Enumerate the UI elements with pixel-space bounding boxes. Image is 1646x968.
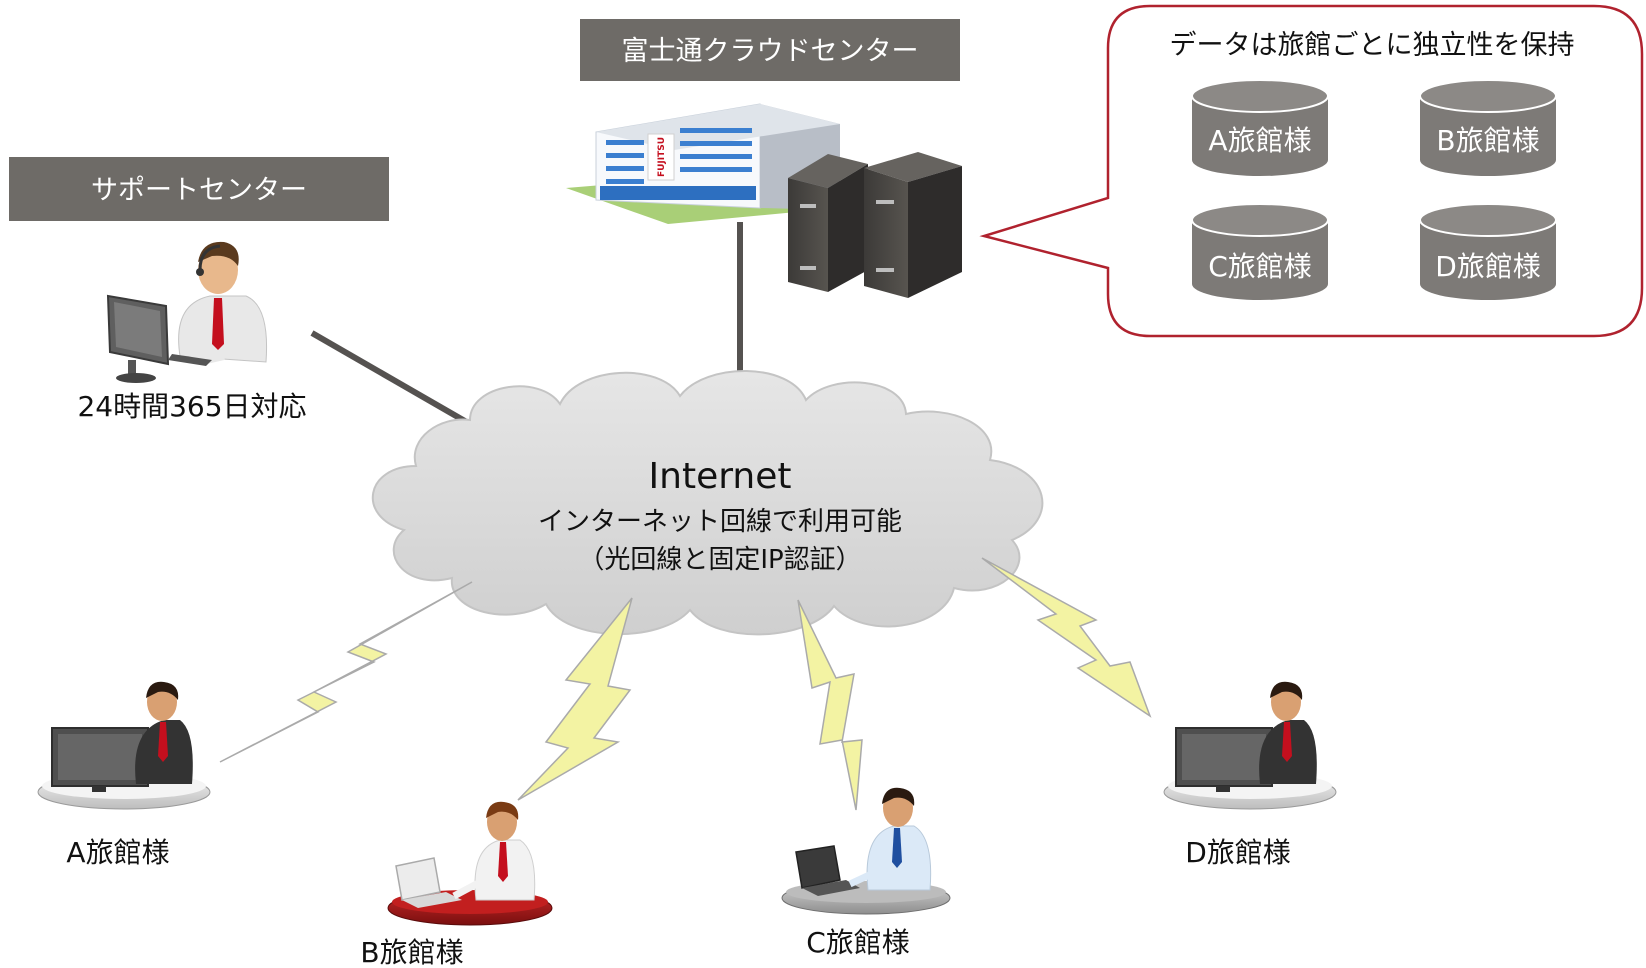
datacenter-banner: 富士通クラウドセンター	[580, 19, 960, 81]
datacenter-building-icon: FUJITSU	[566, 103, 860, 224]
support-banner-label: サポートセンター	[91, 175, 307, 206]
support-caption: 24時間365日対応	[77, 390, 306, 423]
database-a-label: A旅館様	[1208, 124, 1311, 157]
database-a-icon: A旅館様	[1191, 79, 1329, 176]
lightning-bolt-b	[517, 597, 633, 801]
client-c-icon	[781, 787, 951, 915]
building-logo: FUJITSU	[657, 137, 667, 177]
client-a-icon	[37, 681, 211, 810]
support-banner: サポートセンター	[9, 157, 389, 221]
client-d-icon	[1163, 681, 1337, 810]
internet-title: Internet	[649, 456, 792, 497]
callout-title: データは旅館ごとに独立性を保持	[1170, 30, 1575, 61]
lightning-bolt-c	[797, 599, 863, 811]
client-a-label: A旅館様	[66, 836, 169, 869]
database-c-icon: C旅館様	[1191, 203, 1329, 300]
client-c-label: C旅館様	[806, 926, 910, 959]
database-d-label: D旅館様	[1435, 250, 1541, 283]
client-b-icon	[387, 801, 553, 926]
lightning-bolt-a	[219, 581, 473, 763]
server-rack-icon	[864, 152, 962, 298]
database-b-label: B旅館様	[1436, 124, 1539, 157]
client-d-label: D旅館様	[1185, 836, 1291, 869]
client-b-label: B旅館様	[360, 936, 463, 968]
internet-line1: インターネット回線で利用可能	[538, 507, 902, 537]
lightning-bolt-d	[981, 557, 1152, 718]
database-c-label: C旅館様	[1208, 250, 1312, 283]
support-link-line	[310, 330, 472, 427]
database-d-icon: D旅館様	[1419, 203, 1557, 300]
internet-line2: （光回線と固定IP認証）	[578, 545, 861, 575]
server-rack-icon	[788, 154, 868, 292]
database-b-icon: B旅館様	[1419, 79, 1557, 176]
support-operator-icon	[106, 241, 268, 383]
datacenter-banner-label: 富士通クラウドセンター	[622, 36, 919, 67]
internet-cloud: Internet インターネット回線で利用可能 （光回線と固定IP認証）	[371, 370, 1044, 636]
